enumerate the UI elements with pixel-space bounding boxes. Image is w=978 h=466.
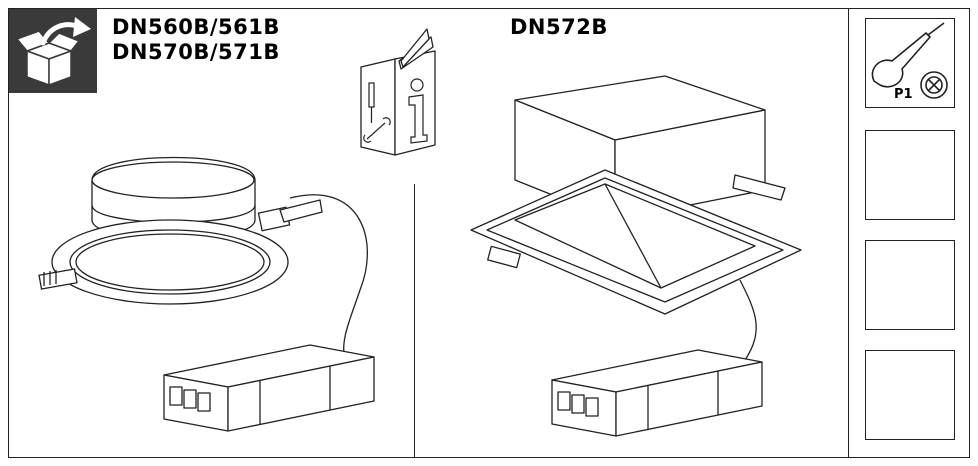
square-downlight-illustration (470, 75, 802, 361)
round-driver-box (163, 344, 375, 432)
empty-slot-2 (865, 240, 955, 330)
model-title-square: DN572B (510, 15, 608, 39)
model-title-round-2: DN570B/571B (112, 40, 280, 64)
instruction-manual-icon (360, 28, 436, 156)
sidebar-divider (848, 8, 849, 458)
empty-slot-3 (865, 350, 955, 440)
center-divider (414, 184, 415, 458)
empty-slot-1 (865, 130, 955, 220)
tool-slot: P1 (865, 18, 955, 108)
square-driver-box (551, 349, 763, 437)
tool-slot-label: P1 (894, 87, 913, 102)
unbox-icon (9, 9, 97, 93)
screwdriver-prohibited-icon (871, 22, 948, 99)
round-downlight-illustration (38, 156, 368, 361)
model-title-round-1: DN560B/561B (112, 15, 280, 39)
sheet-frame (8, 8, 970, 458)
